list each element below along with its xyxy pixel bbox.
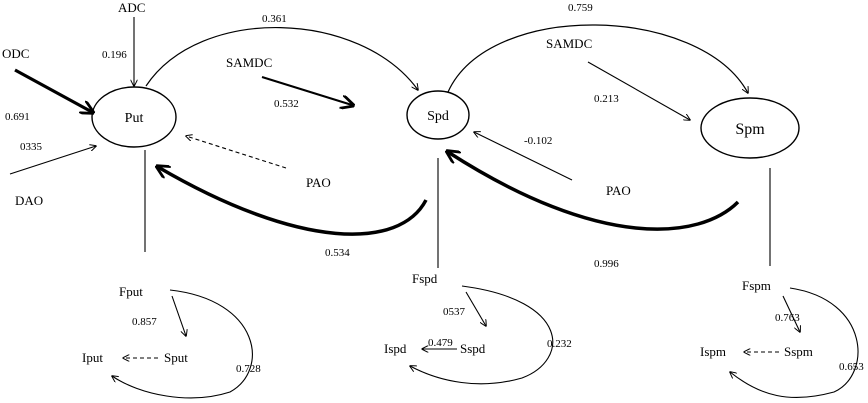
pao-spd-arrow (474, 132, 573, 181)
coef-pao-spd: -0.102 (524, 135, 552, 147)
coef-spm-spd: 0.996 (594, 258, 619, 270)
coef-spd-put: 0.534 (325, 247, 350, 259)
put-spd-arrow (145, 27, 418, 90)
iput-label: Iput (82, 350, 103, 365)
adc-label: ADC (118, 0, 145, 15)
coef-fspm-sspm: 0.763 (775, 312, 800, 324)
fspd-label: Fspd (412, 271, 438, 286)
spd-spm-arrow (447, 24, 748, 93)
fput-iput-curve (112, 289, 253, 399)
fspm-ispm-curve (730, 287, 859, 398)
sspm-label: Sspm (784, 344, 813, 359)
dao-label: DAO (15, 193, 43, 208)
dao-arrow (9, 146, 96, 175)
spm-spd-arrow (448, 152, 740, 231)
coef-put-spd: 0.361 (262, 13, 287, 25)
odc-label: ODC (2, 46, 29, 61)
fput-label: Fput (119, 284, 143, 299)
sput-label: Sput (164, 350, 188, 365)
coef-dao-put: 0335 (20, 141, 43, 153)
pao-put-dashed-arrow (186, 136, 287, 169)
coef-fput-sput: 0.857 (132, 316, 157, 328)
coef-sspd-ispd: 0.479 (428, 337, 453, 349)
fspd-ispd-curve (410, 285, 554, 385)
samdc-spd-arrow (261, 76, 352, 105)
put-label: Put (125, 111, 144, 126)
coef-odc-put: 0.691 (5, 111, 30, 123)
coef-fspd-sspd: 0537 (443, 306, 466, 318)
samdc-label-2: SAMDC (546, 36, 592, 51)
coef-spd-spm: 0.759 (568, 2, 593, 14)
samdc-label-1: SAMDC (226, 55, 272, 70)
fput-sput-arrow (171, 295, 186, 336)
ispm-label: Ispm (700, 344, 726, 359)
fspm-sspm-arrow (782, 295, 800, 332)
fspd-sspd-arrow (465, 291, 486, 326)
pao-label-2: PAO (606, 183, 631, 198)
spd-node (406, 90, 470, 140)
coef-samdc-spm: 0.213 (594, 93, 619, 105)
coef-fspm-ispm: 0.653 (839, 361, 864, 373)
coef-adc-put: 0.196 (102, 49, 127, 61)
spm-label: Spm (735, 121, 765, 138)
sspd-label: Sspd (460, 341, 486, 356)
coef-fput-iput: 0.728 (236, 363, 261, 375)
samdc-spm-arrow (587, 61, 690, 120)
coef-fspd-ispd: 0.232 (547, 338, 572, 350)
spm-node (700, 97, 800, 159)
fspm-label: Fspm (742, 278, 771, 293)
pao-label-1: PAO (306, 175, 331, 190)
spd-label: Spd (427, 109, 449, 124)
spd-put-arrow (158, 167, 428, 236)
odc-arrow (14, 68, 92, 112)
put-node (91, 86, 177, 148)
coef-samdc-spd: 0.532 (274, 98, 299, 110)
ispd-label: Ispd (384, 341, 407, 356)
